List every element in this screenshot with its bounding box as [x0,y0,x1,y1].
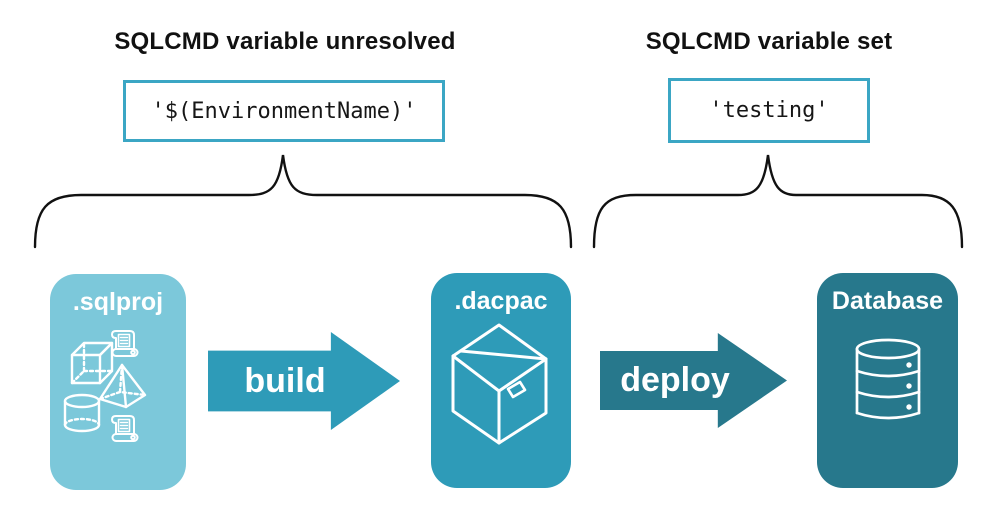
cube-icon [70,341,114,385]
left-brace-icon [33,154,573,249]
left-heading: SQLCMD variable unresolved [114,28,456,55]
dacpac-label: .dacpac [454,287,548,315]
database-node: Database [817,273,958,488]
cylinder-icon [63,393,101,433]
right-heading: SQLCMD variable set [645,28,893,55]
right-brace-icon [592,154,964,249]
resolved-variable-box: 'testing' [668,78,870,143]
build-arrow-label: build [244,361,326,400]
deploy-arrow-label: deploy [620,361,730,399]
deploy-arrow: deploy [600,333,787,428]
dacpac-node: .dacpac [431,273,571,488]
package-box-icon [451,323,548,445]
scroll-icon [111,330,139,357]
scroll-icon [111,415,139,442]
build-arrow: build [208,332,400,430]
sqlproj-label: .sqlproj [72,288,164,316]
resolved-variable-text: 'testing' [709,98,829,123]
unresolved-variable-box: '$(EnvironmentName)' [123,80,445,142]
sqlproj-node: .sqlproj [50,274,186,490]
unresolved-variable-text: '$(EnvironmentName)' [151,98,417,124]
sql-objects-icons [63,330,147,442]
database-label: Database [831,287,944,315]
pyramid-icon [98,363,147,409]
database-cylinder-icon [855,338,920,420]
